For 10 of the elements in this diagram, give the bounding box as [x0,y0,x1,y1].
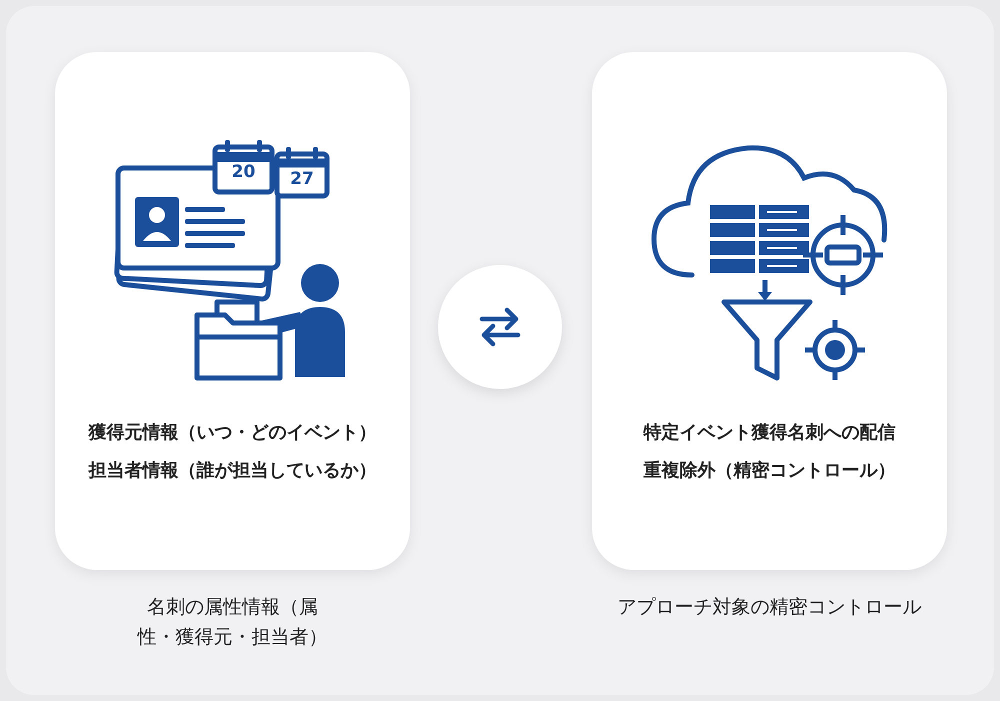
card-text: 特定イベント獲得名刺への配信 [644,421,896,444]
card [592,52,947,570]
card-text: 重複除外（精密コントロール） [644,459,896,482]
card-caption: 名刺の属性情報（属性・獲得元・担当者） [136,595,328,650]
card [55,52,410,570]
calendar-date: 20 [230,164,256,181]
card-text: 担当者情報（誰が担当しているか） [88,459,376,482]
card-caption: アプローチ対象の精密コントロール [616,595,922,620]
calendar-date: 27 [289,171,315,188]
card-text: 獲得元情報（いつ・どのイベント） [88,421,376,444]
